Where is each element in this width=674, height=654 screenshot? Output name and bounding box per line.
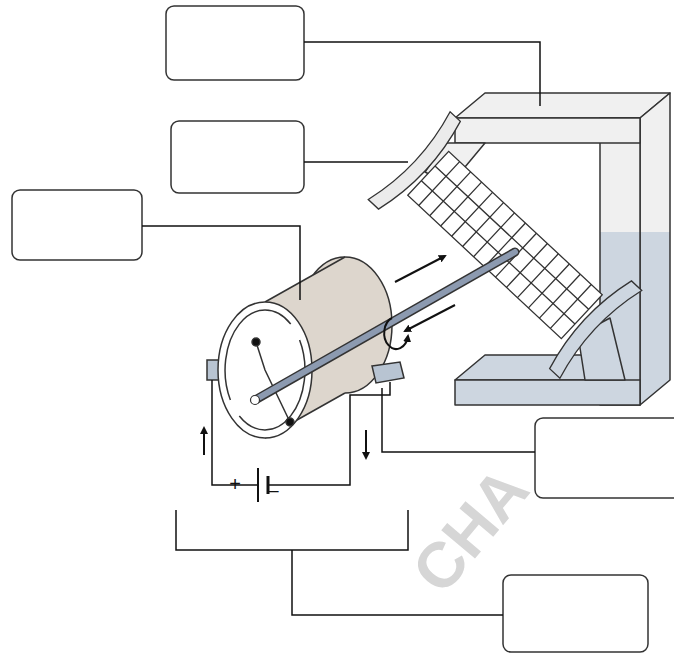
force-arrow (405, 305, 455, 331)
blank-box (166, 6, 304, 80)
commutator (207, 257, 404, 438)
magnet-side (640, 93, 670, 405)
contact-dot (286, 418, 294, 426)
blank-box (535, 418, 674, 498)
leader-lines (142, 42, 540, 615)
current-arrow (203, 428, 205, 455)
motion-arrows (384, 256, 455, 349)
commutator-face (218, 302, 312, 438)
bracket (176, 510, 408, 550)
pole-shoe (368, 112, 466, 215)
coil-body (408, 151, 603, 338)
polarity-sign: – (267, 480, 278, 500)
leader-line (382, 388, 535, 452)
leader-line (304, 42, 540, 106)
current-arrow (365, 430, 367, 458)
watermark: CHA (401, 456, 539, 603)
leader-line (304, 161, 408, 163)
axle-outline (255, 252, 515, 400)
circuit-wires (204, 380, 390, 502)
armature-coil (368, 112, 641, 378)
brush (372, 362, 404, 383)
magnet-upper-arm (455, 118, 640, 143)
axle (255, 252, 515, 400)
pole-shoe (544, 275, 642, 378)
wire (268, 382, 390, 485)
blank-box (12, 190, 142, 260)
polarity-sign: + (229, 474, 241, 494)
rotation-arrow (384, 318, 408, 349)
contact-dot (252, 338, 260, 346)
axle-end (251, 396, 260, 405)
magnet-top (455, 93, 670, 118)
battery-plate (257, 468, 259, 502)
split-ring (225, 310, 305, 430)
blank-label-boxes (12, 6, 674, 652)
wire (212, 380, 258, 485)
blank-box (503, 575, 648, 652)
leader-line (142, 226, 300, 300)
force-arrow (395, 256, 445, 282)
magnet-lower-arm (455, 380, 640, 405)
magnet-lower-arm-top (455, 355, 600, 380)
blank-box (171, 121, 304, 193)
coil-windings (408, 151, 603, 338)
